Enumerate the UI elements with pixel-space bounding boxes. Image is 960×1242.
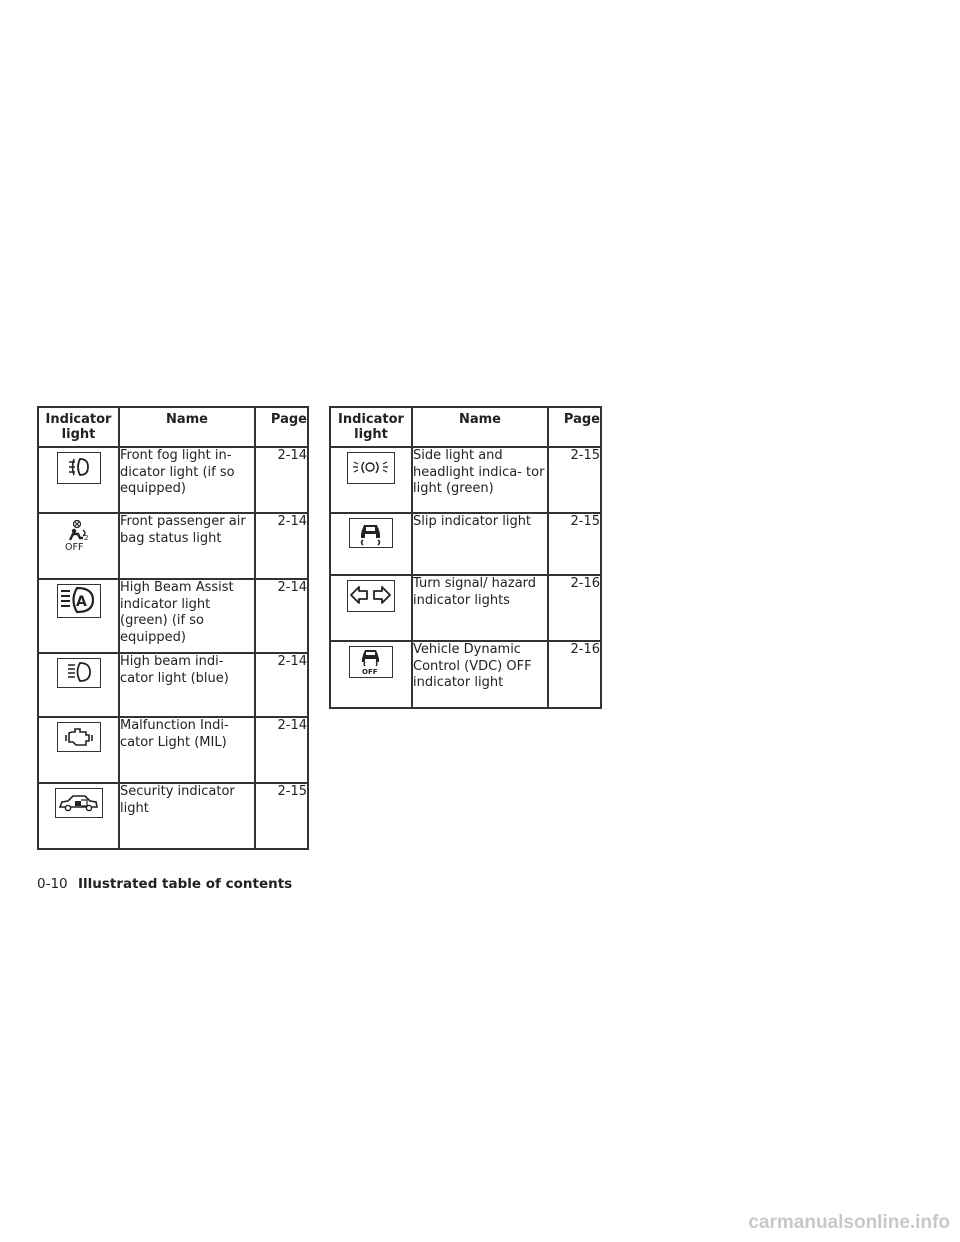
row-page: 2-14 <box>254 652 309 718</box>
table-row: OFF Vehicle Dynamic Control (VDC) OFF in… <box>329 640 602 709</box>
row-page: 2-14 <box>254 716 309 784</box>
table-row: Security indicator light 2-15 <box>37 782 309 850</box>
high-beam-icon <box>56 658 101 688</box>
row-page: 2-16 <box>547 640 602 709</box>
header-name: Name <box>411 406 549 448</box>
watermark: carmanualsonline.info <box>748 1212 950 1233</box>
slip-indicator-icon <box>349 518 393 548</box>
indicator-table-left: Indicator light Name Page Front fog ligh… <box>37 406 309 850</box>
row-name: Front fog light in- dicator light (if so… <box>118 446 256 514</box>
table-header-row: Indicator light Name Page <box>329 406 602 448</box>
table-row: Front fog light in- dicator light (if so… <box>37 446 309 514</box>
row-name: Vehicle Dynamic Control (VDC) OFF indica… <box>411 640 549 709</box>
header-indicator: Indicator light <box>37 406 120 448</box>
svg-text:A: A <box>76 594 87 610</box>
indicator-table-right: Indicator light Name Page Side light and… <box>329 406 602 709</box>
row-name: Slip indicator light <box>411 512 549 576</box>
row-page: 2-14 <box>254 578 309 654</box>
row-name: Security indicator light <box>118 782 256 850</box>
page-number: 0-10 <box>37 876 68 892</box>
side-headlight-icon <box>347 452 395 484</box>
table-row: Malfunction Indi- cator Light (MIL) 2-14 <box>37 716 309 784</box>
page-footer: 0-10 Illustrated table of contents <box>37 876 292 892</box>
header-indicator: Indicator light <box>329 406 413 448</box>
turn-signal-icon <box>347 580 395 612</box>
section-title: Illustrated table of contents <box>77 876 293 892</box>
row-name: Turn signal/ hazard indicator lights <box>411 574 549 642</box>
engine-malfunction-icon <box>56 722 101 752</box>
row-name: Front passenger air bag status light <box>118 512 256 580</box>
table-row: Side light and headlight indica- tor lig… <box>329 446 602 514</box>
header-name: Name <box>118 406 256 448</box>
passenger-airbag-off-icon: 2 OFF <box>56 518 101 552</box>
row-name: High Beam Assist indicator light (green)… <box>118 578 256 654</box>
table-row: 2 OFF Front passenger air bag status lig… <box>37 512 309 580</box>
table-row: High beam indi- cator light (blue) 2-14 <box>37 652 309 718</box>
front-fog-light-icon <box>56 452 101 484</box>
row-page: 2-15 <box>254 782 309 850</box>
table-header-row: Indicator light Name Page <box>37 406 309 448</box>
row-name: Malfunction Indi- cator Light (MIL) <box>118 716 256 784</box>
header-page: Page <box>547 406 602 448</box>
row-name: Side light and headlight indica- tor lig… <box>411 446 549 514</box>
row-page: 2-15 <box>547 512 602 576</box>
row-page: 2-15 <box>547 446 602 514</box>
table-row: Slip indicator light 2-15 <box>329 512 602 576</box>
row-page: 2-14 <box>254 512 309 580</box>
header-page: Page <box>254 406 309 448</box>
svg-text:OFF: OFF <box>362 668 378 676</box>
svg-text:2: 2 <box>84 534 88 542</box>
row-page: 2-16 <box>547 574 602 642</box>
vdc-off-icon: OFF <box>349 646 393 678</box>
high-beam-assist-icon: A <box>56 584 101 618</box>
svg-text:OFF: OFF <box>65 542 83 552</box>
table-row: Turn signal/ hazard indicator lights 2-1… <box>329 574 602 642</box>
row-page: 2-14 <box>254 446 309 514</box>
security-car-icon <box>54 788 103 818</box>
row-name: High beam indi- cator light (blue) <box>118 652 256 718</box>
table-row: A High Beam Assist indicator light (gree… <box>37 578 309 654</box>
